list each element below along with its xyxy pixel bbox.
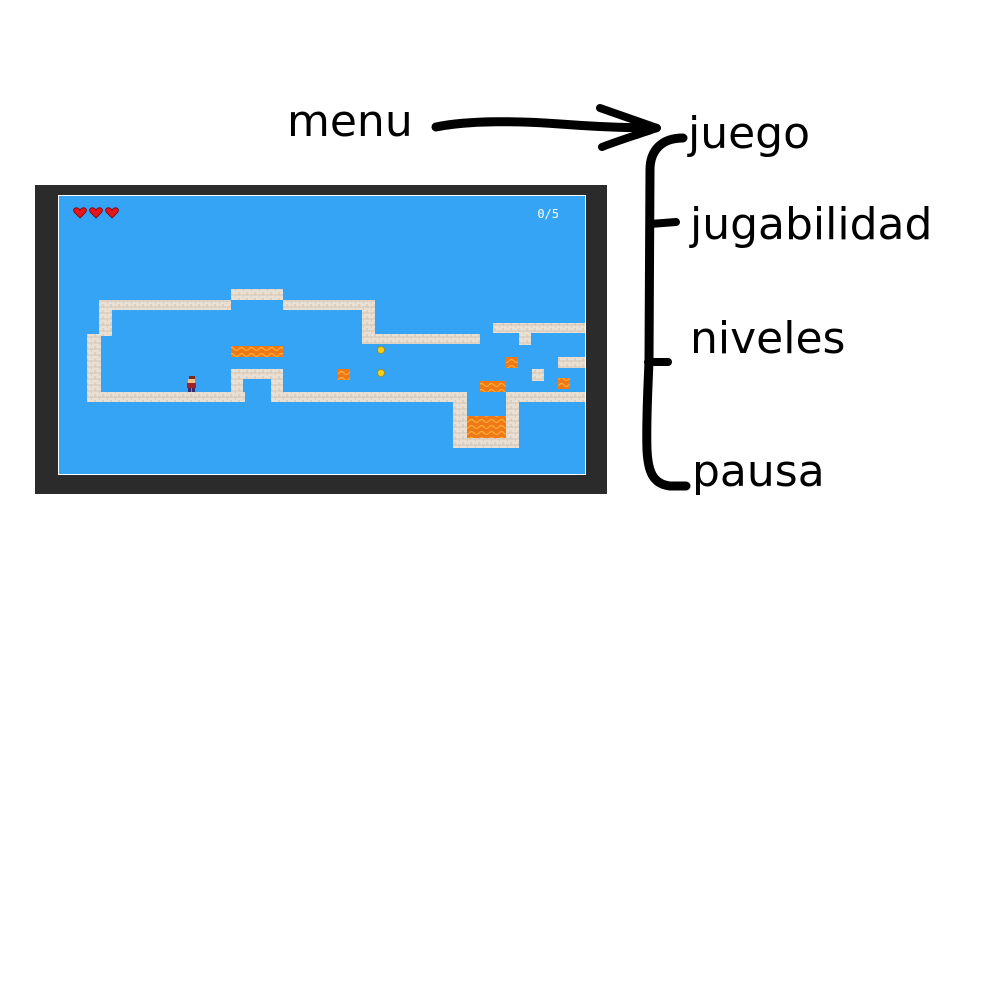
heart-icon — [105, 207, 119, 219]
brick-walls — [87, 289, 585, 448]
brick-wall — [231, 289, 283, 300]
brick-wall — [519, 333, 531, 345]
brick-wall — [99, 300, 231, 310]
brick-wall — [532, 369, 544, 381]
lava-block — [338, 369, 350, 380]
brick-wall — [362, 300, 375, 344]
menu-item-pausa: pausa — [692, 446, 825, 497]
brick-wall — [493, 323, 585, 333]
player-character — [187, 376, 196, 392]
game-window: 0/5 — [35, 185, 607, 494]
heart-icon — [73, 207, 87, 219]
level-map — [87, 289, 585, 448]
brick-wall — [453, 392, 467, 448]
brick-wall — [362, 334, 480, 344]
lava-block — [506, 357, 518, 368]
menu-bracket — [642, 133, 691, 491]
coins — [377, 346, 385, 377]
health-hearts — [73, 206, 119, 220]
bracket-tick-jugabilidad — [646, 218, 680, 228]
menu-item-jugabilidad: jugabilidad — [690, 199, 933, 250]
brick-wall — [506, 392, 519, 448]
brick-wall — [231, 369, 243, 402]
brick-wall — [99, 300, 112, 336]
brick-wall — [87, 392, 245, 402]
lava-block — [558, 378, 570, 389]
lava-blocks — [231, 346, 570, 438]
heart-icon — [89, 207, 103, 219]
coin — [377, 369, 385, 377]
coin-counter: 0/5 — [537, 207, 559, 221]
coin — [377, 346, 385, 354]
brick-wall — [271, 392, 467, 402]
brick-wall — [231, 369, 283, 379]
menu-label: menu — [287, 96, 413, 147]
arrow-shaft — [431, 117, 661, 133]
lava-block — [480, 381, 506, 392]
brick-wall — [558, 357, 585, 368]
brick-wall — [453, 438, 519, 448]
brick-wall — [506, 392, 585, 402]
lava-block — [231, 346, 283, 357]
brick-wall — [87, 334, 101, 402]
lava-pit — [467, 416, 506, 438]
game-viewport[interactable]: 0/5 — [58, 195, 586, 475]
arrow-head — [596, 104, 661, 151]
menu-item-niveles: niveles — [690, 313, 846, 364]
brick-wall — [283, 300, 375, 310]
menu-item-juego: juego — [688, 108, 811, 159]
